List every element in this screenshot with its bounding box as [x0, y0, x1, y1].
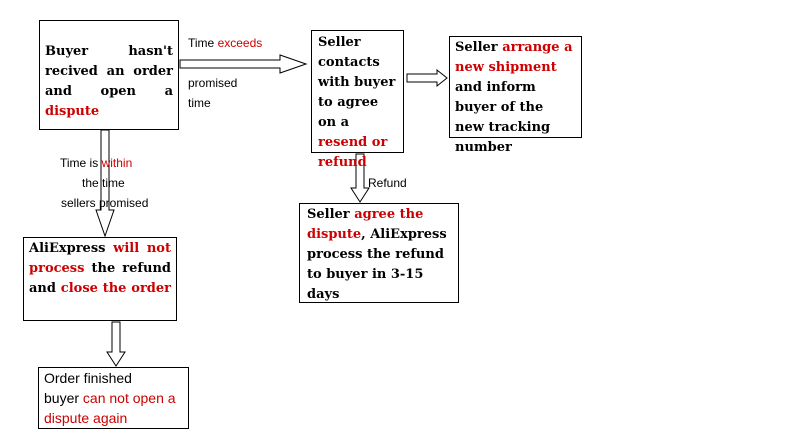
arrange-shipment-highlight: arrange a new shipment — [455, 40, 573, 75]
box-seller-contacts: Seller contacts with buyer to agree on a… — [311, 30, 404, 170]
arrow-time-exceeds — [179, 54, 308, 74]
label-the-time: the time — [82, 176, 125, 190]
label-promised: promised — [188, 76, 238, 90]
resend-refund-highlight: resend or refund — [318, 135, 388, 170]
label-within: within — [101, 156, 133, 170]
shipment-text: and inform buyer of the new tracking num… — [455, 80, 551, 155]
label-refund: Refund — [368, 176, 407, 190]
label-time-exceeds: Time exceeds — [188, 33, 262, 53]
box-order-finished: Order finished buyer can not open a disp… — [38, 367, 189, 429]
box-buyer-dispute: Buyer hasn't recived an order and open a… — [39, 20, 179, 130]
arrow-to-finished — [106, 321, 126, 367]
refund-text: the refund and — [29, 261, 171, 296]
label-time-within: Time is within — [60, 153, 132, 173]
shipment-seller: Seller — [455, 40, 498, 55]
label-time-2: time — [188, 96, 211, 110]
agree-dispute-highlight: agree the dispute — [307, 207, 424, 242]
label-time-is: Time is — [60, 156, 99, 170]
order-finished-text: Order finished — [44, 370, 132, 386]
will-not-process-highlight: will not process — [29, 241, 171, 276]
arrow-within-time — [95, 129, 115, 238]
box-new-shipment: Seller arrange a new shipment and inform… — [449, 36, 582, 155]
finished-buyer: buyer — [44, 390, 80, 406]
arrow-to-shipment — [406, 68, 448, 88]
box-agree-dispute: Seller agree the dispute, AliExpress pro… — [299, 203, 459, 303]
label-exceeds: exceeds — [217, 36, 263, 50]
seller-contacts-text: Seller contacts with buyer to agree on a — [318, 35, 396, 130]
arrow-refund — [350, 153, 370, 203]
buyer-dispute-highlight: dispute — [45, 104, 100, 119]
label-time: Time — [188, 36, 215, 50]
close-order-highlight: close the order — [60, 281, 172, 296]
box-aliexpress-refuse: AliExpress will not process the refund a… — [23, 237, 177, 321]
aliexpress-name: AliExpress — [29, 241, 106, 256]
buyer-text: Buyer hasn't recived an order and open a — [45, 44, 173, 99]
agree-seller: Seller — [307, 207, 350, 222]
agree-text: , AliExpress process the refund to buyer… — [307, 227, 447, 302]
cannot-open-dispute-highlight: can not open a dispute again — [44, 390, 176, 426]
label-sellers-promised: sellers promised — [61, 196, 149, 210]
